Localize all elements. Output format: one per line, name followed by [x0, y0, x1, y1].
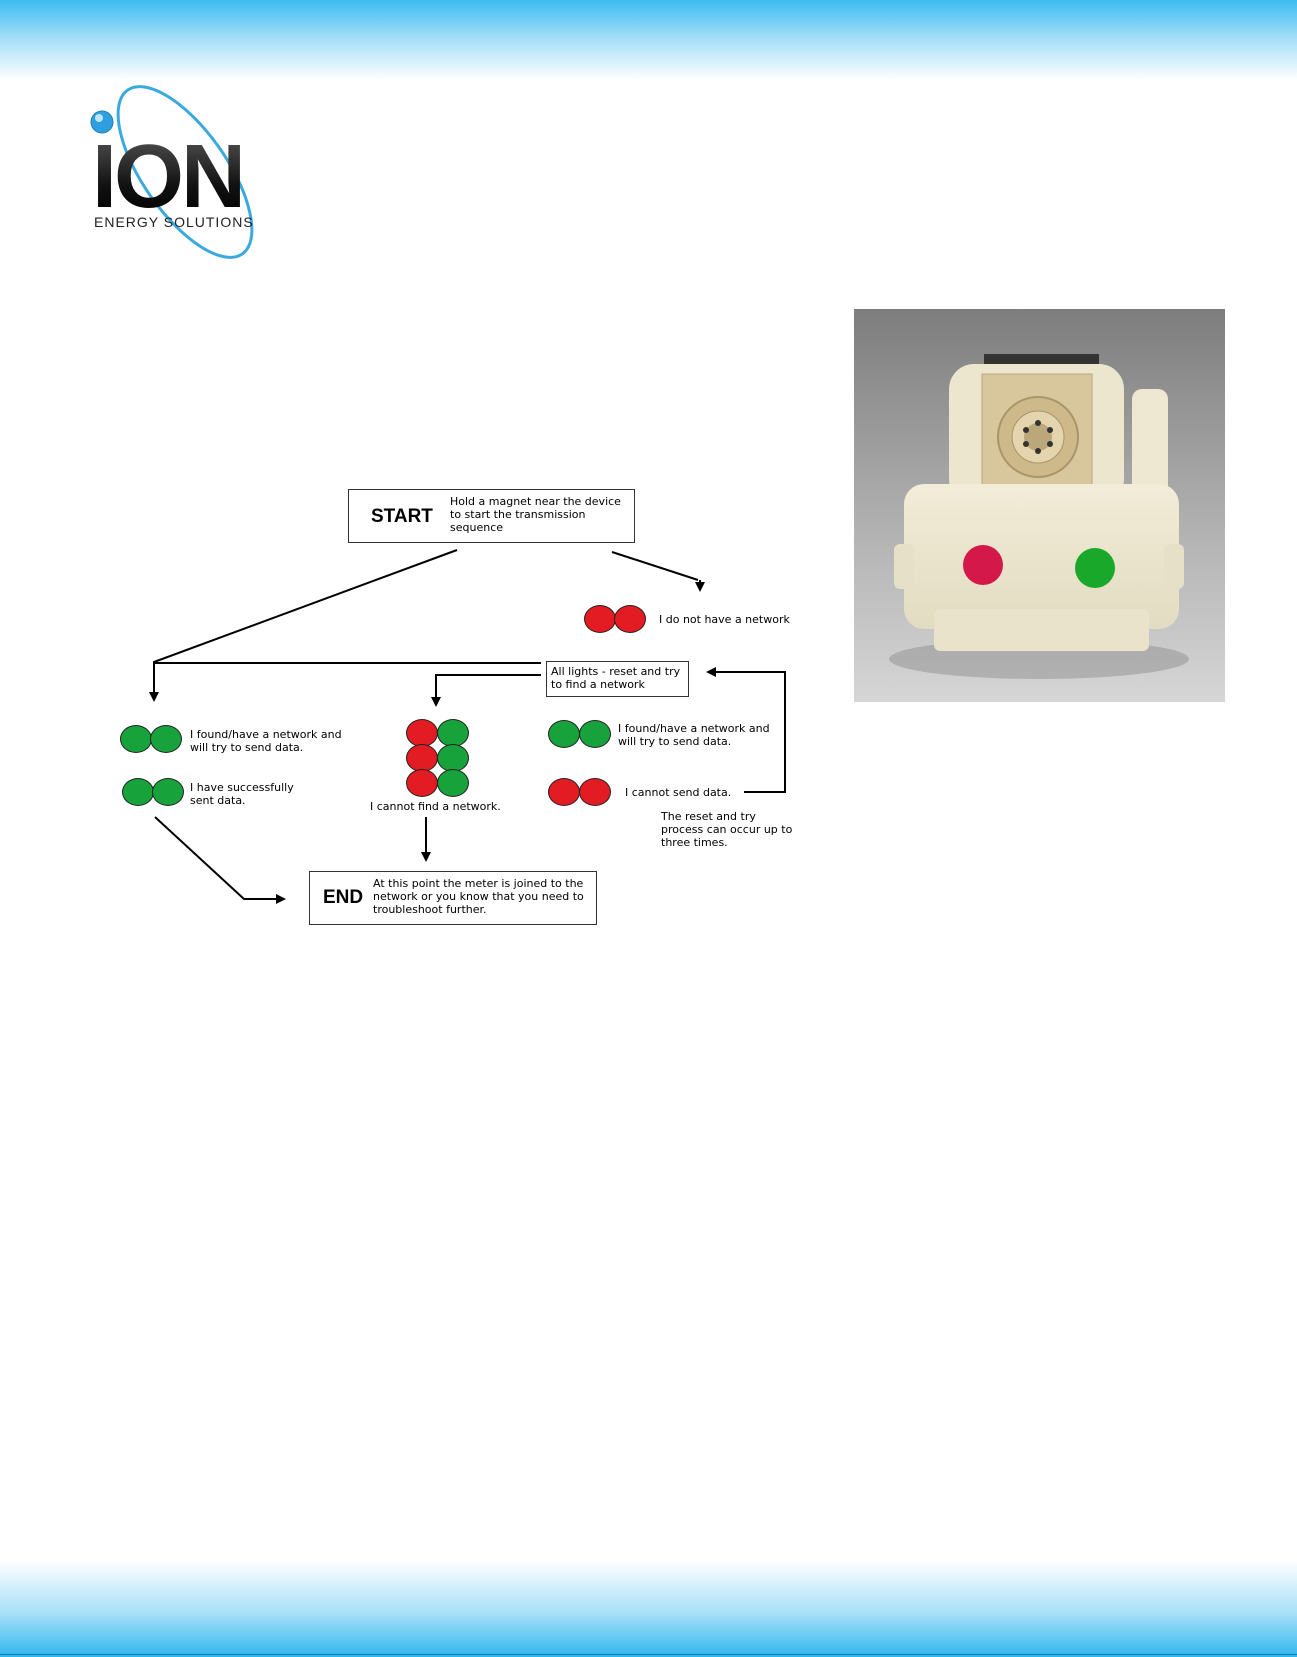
- no-network-red-led-icon: [584, 605, 616, 633]
- retry-note: The reset and try process can occur up t…: [661, 810, 793, 849]
- cannot-find-label: I cannot find a network.: [370, 800, 501, 813]
- cannot-send-label: I cannot send data.: [625, 786, 732, 799]
- cannot-send-red-led-icon: [548, 778, 580, 806]
- cannot-send-red-led-icon: [579, 778, 611, 806]
- device-green-led-icon: [1075, 548, 1115, 588]
- logo-orbit-icon: [90, 85, 254, 259]
- device-photo: [854, 309, 1225, 702]
- cannot-find-red-led-icon: [406, 744, 438, 772]
- cannot-find-green-led-icon: [437, 719, 469, 747]
- end-title: END: [323, 887, 364, 908]
- found-right-label: I found/have a network and will try to s…: [618, 722, 770, 748]
- all-lights-text: All lights - reset and try to find a net…: [551, 665, 681, 691]
- start-title: START: [371, 506, 433, 527]
- found-left-green-led-icon: [150, 725, 182, 753]
- sent-label: I have successfully sent data.: [190, 781, 294, 807]
- start-box: START Hold a magnet near the device to s…: [348, 489, 635, 543]
- cannot-find-red-led-icon: [406, 769, 438, 797]
- logo-wordmark: ION: [92, 127, 246, 227]
- found-left-green-led-icon: [120, 725, 152, 753]
- start-text: Hold a magnet near the device to start t…: [450, 495, 621, 534]
- cannot-find-green-led-icon: [437, 769, 469, 797]
- device-red-led-icon: [963, 545, 1003, 585]
- sent-green-led-icon: [152, 778, 184, 806]
- found-right-green-led-icon: [548, 720, 580, 748]
- ion-logo: ION ENERGY SOLUTIONS: [80, 80, 310, 265]
- found-left-label: I found/have a network and will try to s…: [190, 728, 342, 754]
- logo-tagline: ENERGY SOLUTIONS: [94, 214, 254, 230]
- footer-rule: [0, 1654, 1297, 1655]
- cannot-find-green-led-icon: [437, 744, 469, 772]
- all-lights-box: All lights - reset and try to find a net…: [546, 661, 689, 697]
- end-text: At this point the meter is joined to the…: [373, 877, 584, 916]
- found-right-green-led-icon: [579, 720, 611, 748]
- header-band: [0, 0, 1297, 80]
- no-network-red-led-icon: [614, 605, 646, 633]
- end-box: END At this point the meter is joined to…: [309, 871, 597, 925]
- flowchart-connectors: [149, 549, 786, 904]
- cannot-find-red-led-icon: [406, 719, 438, 747]
- no-network-label: I do not have a network: [659, 613, 790, 626]
- transmission-flowchart: START Hold a magnet near the device to s…: [110, 480, 830, 940]
- footer-band: [0, 1560, 1297, 1657]
- sent-green-led-icon: [122, 778, 154, 806]
